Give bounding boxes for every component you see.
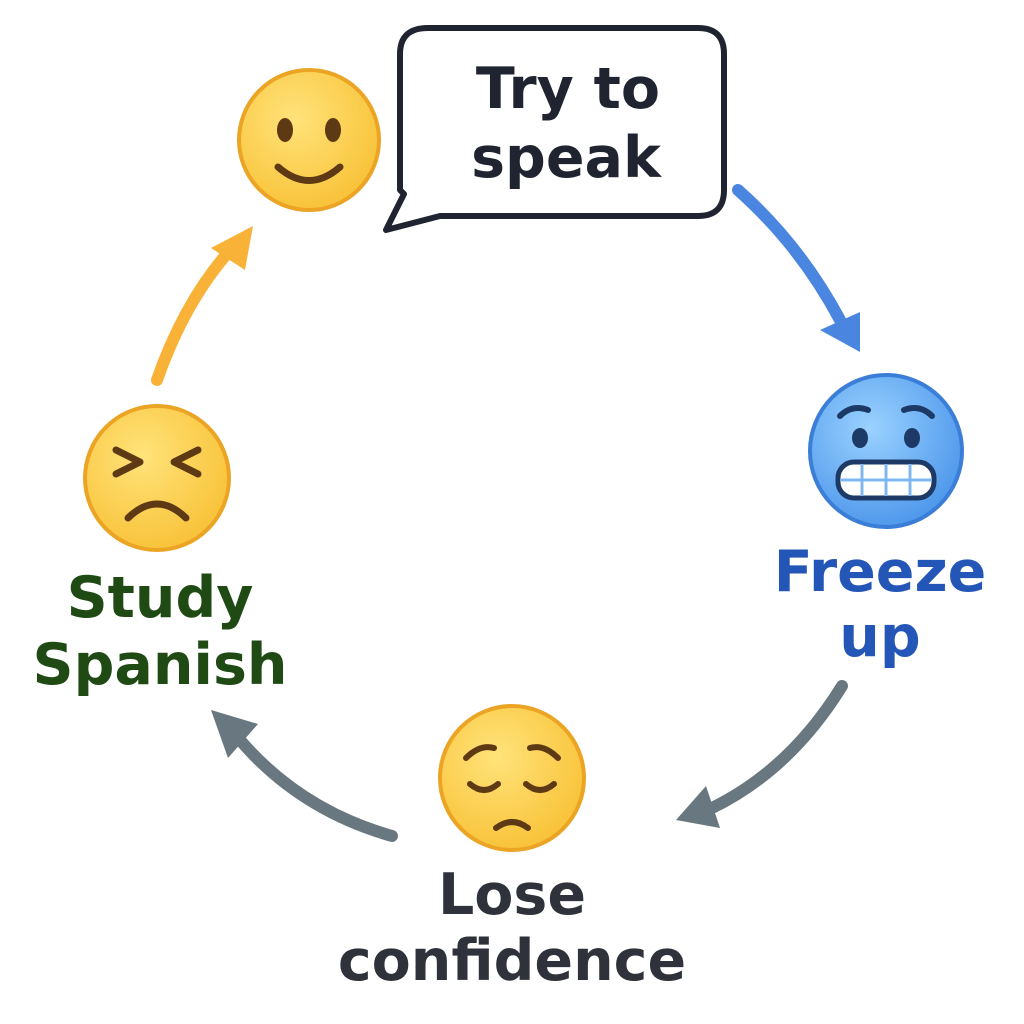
step-label-try-to-speak-line-1: Try to bbox=[476, 56, 660, 122]
persevering-face-icon bbox=[83, 404, 231, 552]
step-label-study-spanish-line-1: Study bbox=[67, 565, 254, 631]
arrow-speak-to-freeze bbox=[732, 184, 860, 352]
arrow-lose-to-study bbox=[211, 710, 398, 842]
step-label-study-spanish-line-2: Spanish bbox=[33, 632, 288, 698]
step-label-lose-confidence-line-1: Lose bbox=[438, 862, 586, 928]
step-label-freeze-up-line-2: up bbox=[839, 604, 920, 670]
pensive-face-icon bbox=[438, 704, 586, 852]
arrow-freeze-to-lose bbox=[676, 680, 848, 828]
step-label-try-to-speak-line-2: speak bbox=[471, 125, 662, 191]
step-label-lose-confidence-line-2: confidence bbox=[338, 928, 686, 994]
arrow-study-to-speak bbox=[151, 226, 253, 386]
step-label-freeze-up-line-1: Freeze bbox=[774, 539, 987, 605]
speech-bubble: Try to speak bbox=[383, 25, 727, 233]
slightly-smiling-face-icon bbox=[237, 68, 381, 212]
grimacing-cold-face-icon bbox=[808, 373, 964, 529]
